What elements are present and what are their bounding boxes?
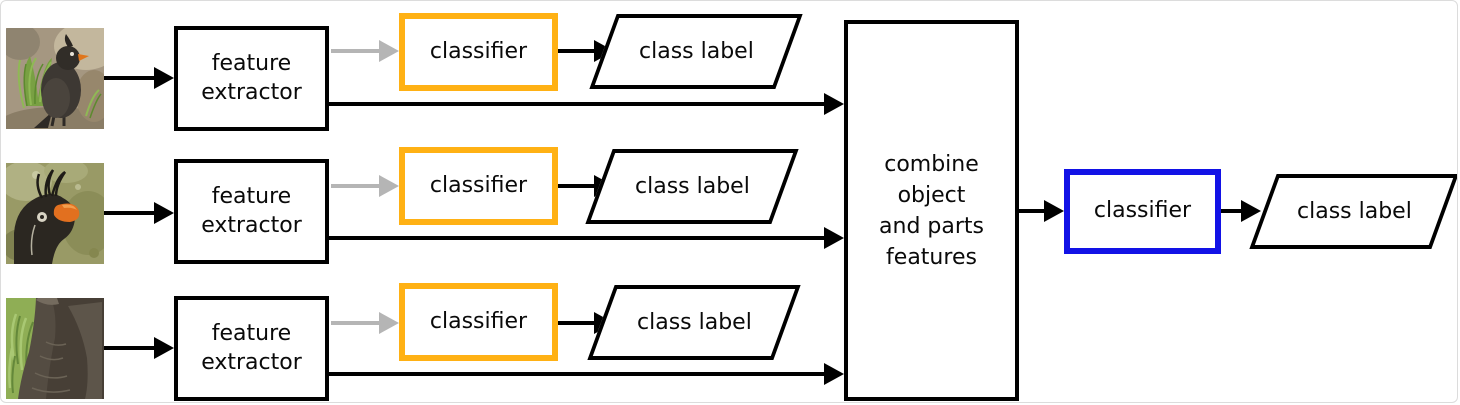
class-label-text-1: class label	[638, 39, 754, 64]
arrow-classifier1-to-label1	[558, 49, 594, 53]
arrow-image1-to-feature-extractor1	[104, 76, 154, 80]
part-classifier-box-3: classifier	[399, 283, 558, 361]
feature-extractor-box-2: feature extractor	[174, 159, 329, 264]
final-class-label-text: class label	[1296, 199, 1412, 224]
combine-line-2: object	[897, 182, 966, 208]
combine-features-box: combine object and parts features	[844, 20, 1019, 401]
arrow-feature1-to-combine	[329, 102, 824, 106]
class-label-parallelogram-2: class label	[585, 149, 799, 224]
bird-photo-head	[6, 163, 104, 264]
feature-extractor-box-3: feature extractor	[174, 296, 329, 401]
arrow-image2-to-feature-extractor2	[104, 211, 154, 215]
bird-full-body-illustration	[6, 28, 104, 129]
final-classifier-label: classifier	[1093, 198, 1192, 224]
class-label-parallelogram-3: class label	[587, 285, 801, 360]
combine-line-4: features	[886, 244, 977, 270]
arrow-gray-feature1-to-classifier1	[331, 49, 379, 53]
part-classifier-label-1: classifier	[429, 38, 528, 64]
arrow-gray-feature3-to-classifier3	[331, 321, 379, 325]
arrow-image3-to-feature-extractor3	[104, 346, 154, 350]
arrow-classifier2-to-label2	[558, 184, 594, 188]
part-classifier-box-2: classifier	[399, 147, 558, 225]
feature-extractor-label-1: feature extractor	[201, 50, 302, 105]
arrow-feature3-to-combine	[329, 372, 824, 376]
arrow-gray-feature2-to-classifier2	[331, 184, 379, 188]
part-classifier-label-3: classifier	[429, 308, 528, 334]
arrow-classifier3-to-label3	[558, 321, 594, 325]
part-classifier-box-1: classifier	[399, 13, 558, 91]
bird-photo-full-body	[6, 28, 104, 129]
class-label-text-2: class label	[634, 174, 750, 199]
combine-line-1: combine	[884, 151, 979, 177]
final-class-label-parallelogram: class label	[1249, 174, 1457, 249]
arrow-combine-to-final-classifier	[1019, 209, 1044, 213]
arrow-feature2-to-combine	[329, 236, 824, 240]
feature-extractor-label-2: feature extractor	[201, 183, 302, 238]
bird-photo-body	[6, 298, 104, 399]
final-classifier-box: classifier	[1064, 169, 1221, 254]
combine-line-3: and parts	[879, 213, 984, 239]
part-classifier-label-2: classifier	[429, 172, 528, 198]
class-label-parallelogram-1: class label	[589, 14, 803, 89]
bird-body-illustration	[6, 298, 104, 399]
class-label-text-3: class label	[636, 310, 752, 335]
arrow-final-classifier-to-label	[1221, 209, 1241, 213]
feature-extractor-label-3: feature extractor	[201, 320, 302, 375]
feature-extractor-box-1: feature extractor	[174, 26, 329, 131]
bird-head-illustration	[6, 163, 104, 264]
